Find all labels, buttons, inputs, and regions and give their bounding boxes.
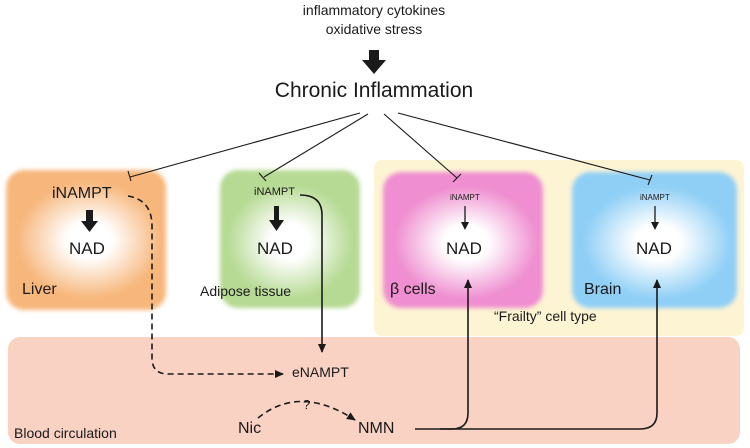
liver-inampt-label: iNAMPT (52, 185, 112, 202)
liver-inampt-nad-arrow (81, 210, 98, 232)
chronic-inflammation-title: Chronic Inflammation (274, 79, 474, 102)
beta-cells-label: β cells (390, 281, 436, 298)
adipose-region (220, 170, 360, 308)
brain-label: Brain (584, 281, 622, 298)
inhibit-line-liver (129, 112, 361, 178)
frailty-cell-type-label: “Frailty” cell type (494, 308, 597, 324)
unknown-step-mark: ? (303, 397, 311, 412)
nmn-to-brain-path (440, 279, 661, 430)
nmn-label: NMN (358, 420, 395, 437)
beta-cells-region (383, 172, 543, 308)
enampt-label: eNAMPT (292, 364, 349, 380)
adipose-inampt-label: iNAMPT (254, 186, 295, 198)
inhibit-line-adipose (263, 113, 369, 178)
inhibit-bar-beta (452, 173, 462, 183)
blood-circulation-label: Blood circulation (14, 425, 117, 441)
adipose-inampt-nad-arrow (269, 206, 284, 231)
brain-nad-label: NAD (636, 239, 672, 258)
blood-circulation-panel (8, 337, 740, 444)
inhibit-bar-adipose (258, 172, 267, 182)
liver-label: Liver (22, 281, 57, 298)
adipose-label: Adipose tissue (200, 283, 292, 299)
inhibit-bar-brain (647, 174, 653, 186)
liver-region (6, 170, 166, 310)
beta-inampt-label: iNAMPT (450, 193, 480, 202)
liver-nad-label: NAD (69, 239, 105, 258)
nmn-to-beta-path (415, 279, 472, 430)
stimulus-label-line1: inflammatory cytokines (302, 2, 446, 18)
liver-secretion-path (127, 195, 284, 378)
inhibit-line-brain (397, 112, 651, 181)
adipose-secretion-path (299, 194, 326, 353)
beta-nad-label: NAD (446, 239, 482, 258)
adipose-nad-label: NAD (257, 239, 293, 258)
stress-arrow (362, 50, 386, 74)
brain-inampt-label: iNAMPT (640, 193, 670, 202)
inhibit-line-beta (383, 113, 458, 179)
inhibit-bar-liver (127, 170, 132, 182)
nic-label: Nic (238, 420, 262, 437)
stimulus-label-line2: oxidative stress (325, 21, 423, 37)
nic-to-nmn-path (257, 400, 356, 421)
